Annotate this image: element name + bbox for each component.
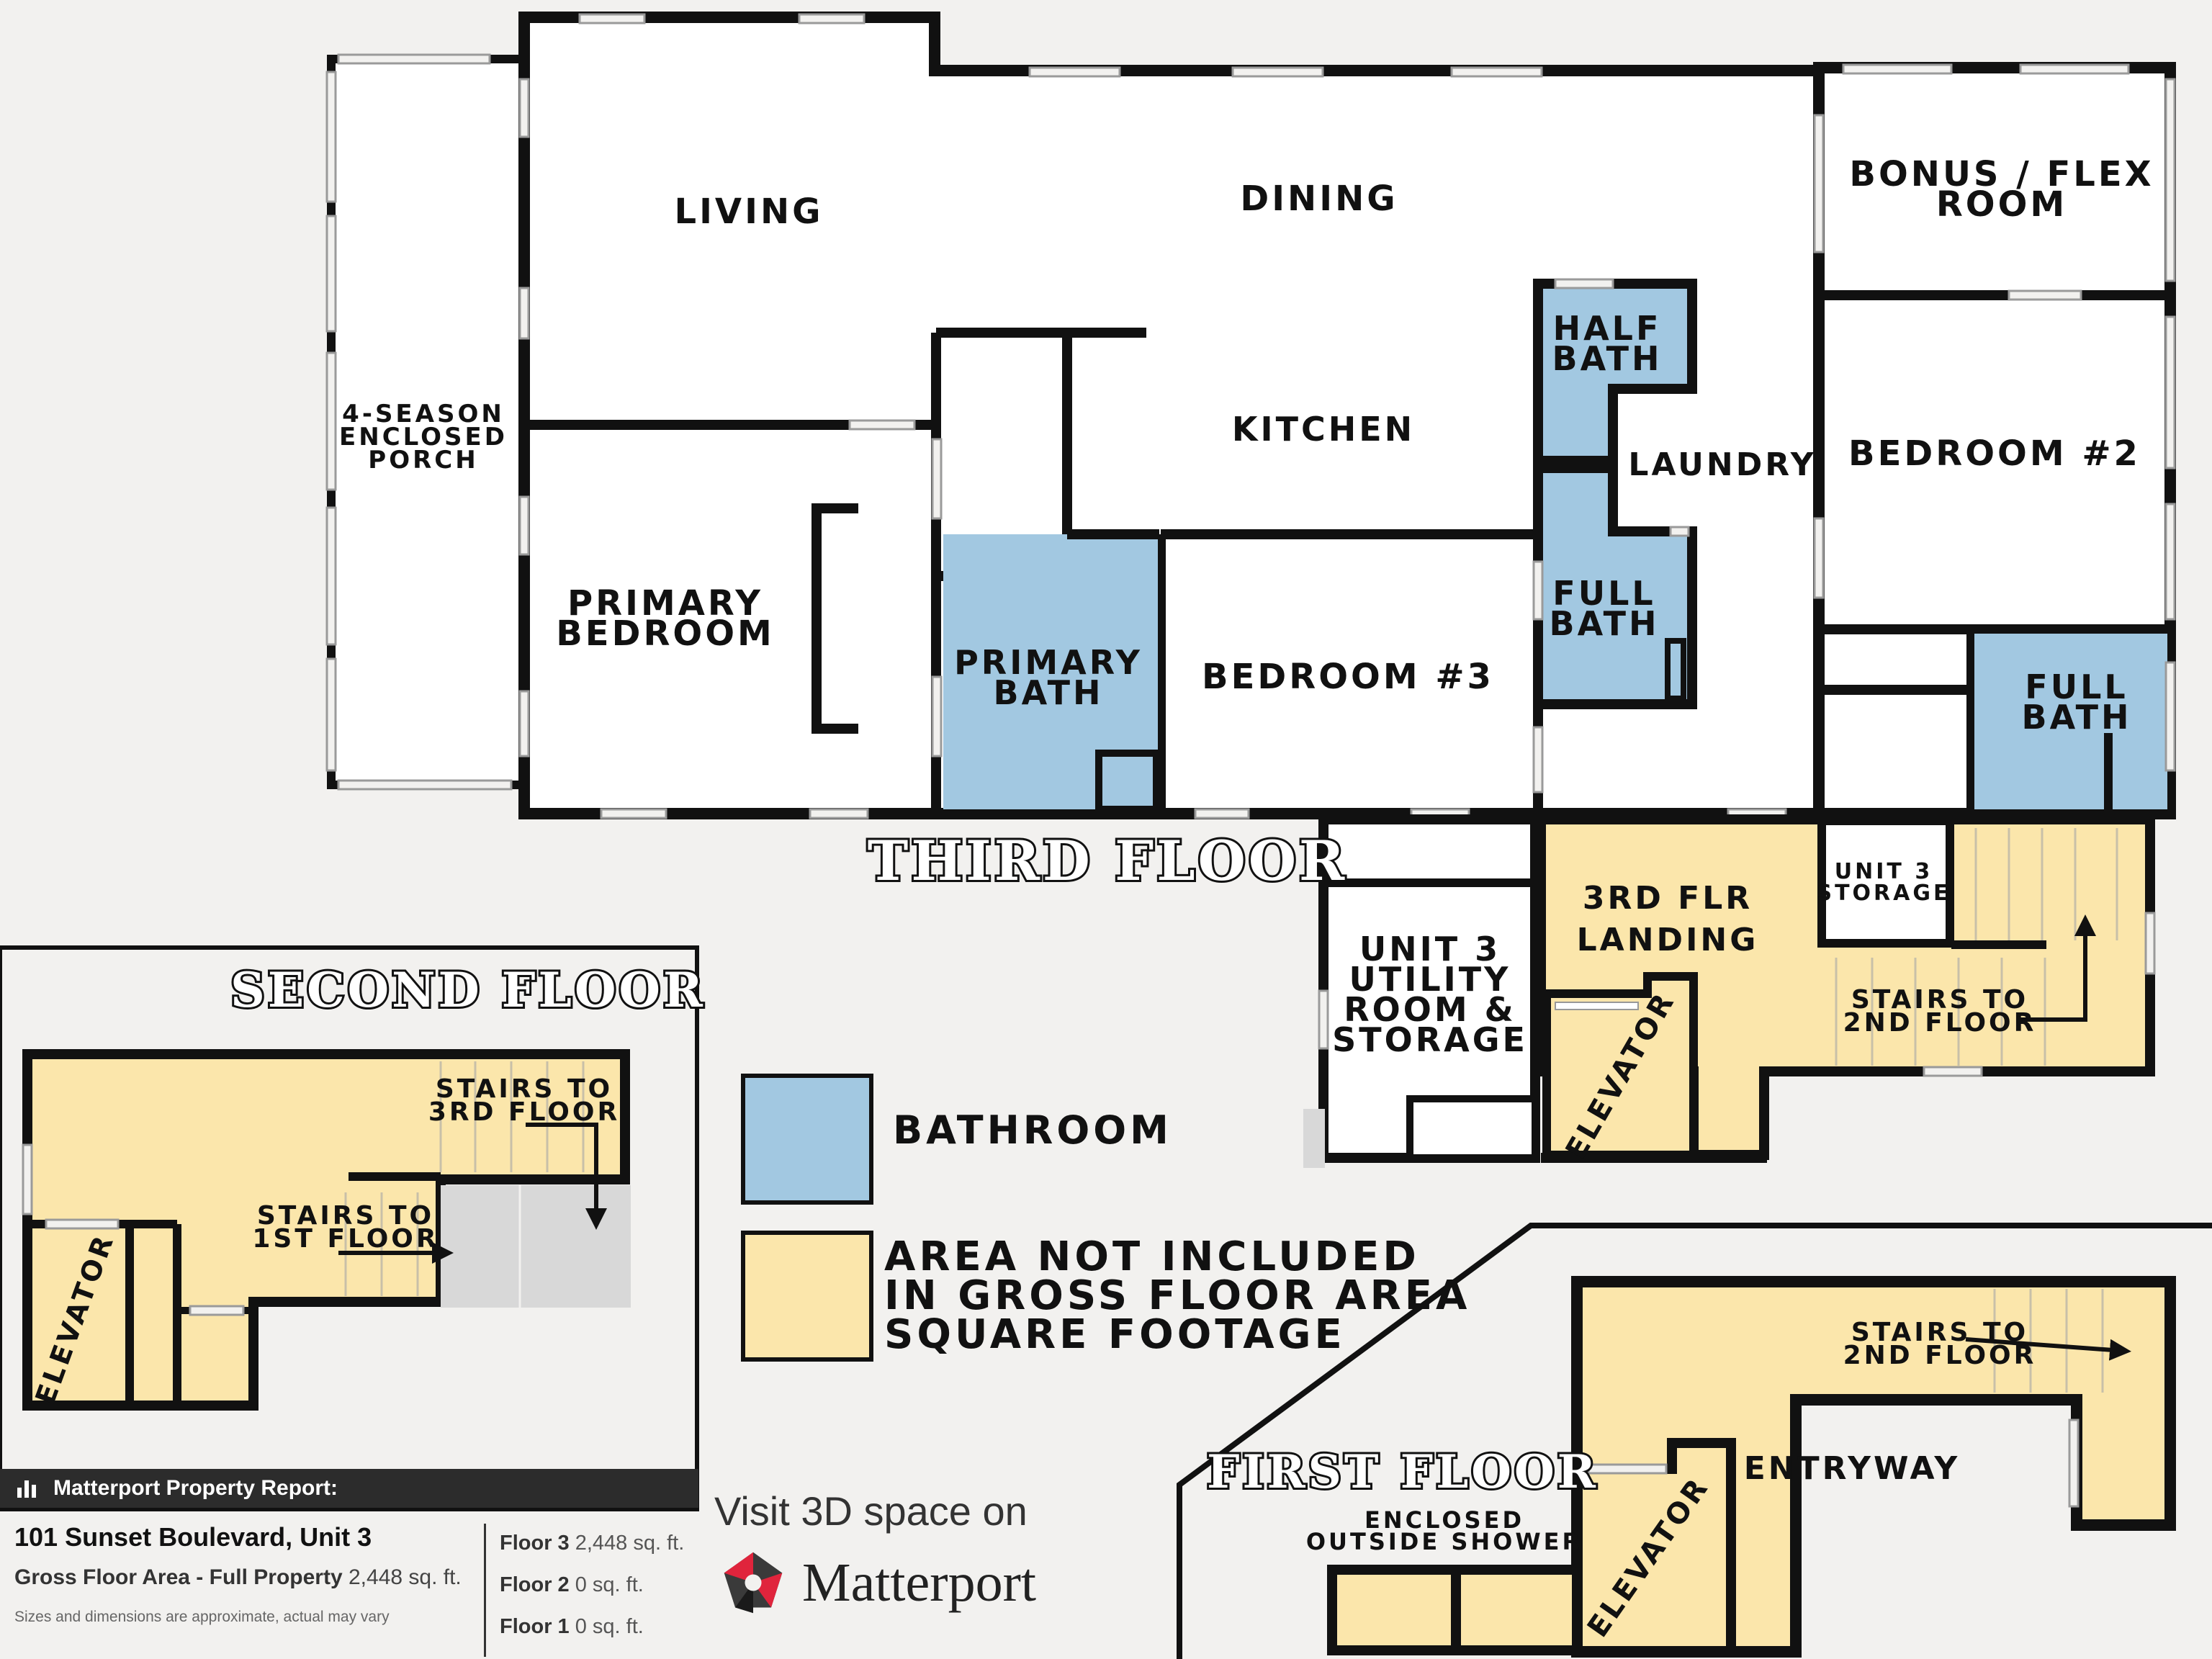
- room-landing-line2: LANDING: [1577, 922, 1759, 958]
- bar-chart-icon: [16, 1476, 40, 1501]
- legend: BATHROOM AREA NOT INCLUDED IN GROSS FLOO…: [741, 1074, 1470, 1362]
- room-unit3-storage-line2: STORAGE: [1816, 881, 1951, 906]
- visit-3d-text: Visit 3D space on: [714, 1488, 1028, 1534]
- room-primary-bath-line2: BATH: [994, 673, 1104, 712]
- room-half-bath-line1: HALF: [1553, 309, 1662, 348]
- room-utility-line1: UNIT 3: [1359, 930, 1501, 968]
- first-floor-stairs-line2: 2ND FLOOR: [1843, 1341, 2037, 1370]
- first-floor-shower-line2: OUTSIDE SHOWER: [1306, 1528, 1583, 1555]
- floor-value: 0 sq. ft.: [575, 1615, 644, 1638]
- second-floor-stairs-up-line2: 3RD FLOOR: [428, 1097, 620, 1127]
- floor-name: Floor 2: [500, 1573, 570, 1596]
- property-report: Matterport Property Report: 101 Sunset B…: [0, 1469, 698, 1659]
- floor-value: 0 sq. ft.: [575, 1573, 644, 1596]
- gross-floor-area-value: 2,448 sq. ft.: [348, 1565, 462, 1589]
- third-floor-plan: [325, 12, 2176, 1168]
- third-floor-title: THIRD FLOOR: [868, 829, 1347, 893]
- room-utility-line2: UTILITY: [1349, 960, 1511, 999]
- legend-excluded-swatch: [741, 1231, 873, 1362]
- room-entryway: ENTRYWAY: [1744, 1450, 1961, 1487]
- matterport-logo-icon: [724, 1552, 783, 1614]
- report-disclaimer: Sizes and dimensions are approximate, ac…: [14, 1609, 390, 1625]
- property-address: 101 Sunset Boulevard, Unit 3: [14, 1522, 372, 1552]
- first-floor-shower-line1: ENCLOSED: [1364, 1506, 1524, 1534]
- floor-area-row: Floor 3 2,448 sq. ft.: [500, 1522, 684, 1564]
- gross-floor-area: Gross Floor Area - Full Property 2,448 s…: [14, 1565, 462, 1590]
- room-utility-line4: STORAGE: [1332, 1020, 1528, 1059]
- room-utility-line3: ROOM &: [1344, 990, 1516, 1029]
- first-floor-title: FIRST FLOOR: [1207, 1445, 1599, 1499]
- room-bedroom-2: BEDROOM #2: [1848, 433, 2141, 474]
- room-kitchen: KITCHEN: [1232, 410, 1415, 449]
- room-primary-bath-line1: PRIMARY: [954, 643, 1143, 682]
- floor-name: Floor 3: [500, 1532, 570, 1555]
- room-full-bath-mid-line1: FULL: [1552, 574, 1655, 613]
- report-header: Matterport Property Report:: [0, 1469, 698, 1508]
- room-primary-bedroom-line2: BEDROOM: [556, 613, 775, 654]
- first-floor-plan: [1177, 1223, 2212, 1659]
- floor-area-list: Floor 3 2,448 sq. ft. Floor 2 0 sq. ft. …: [500, 1522, 684, 1647]
- room-primary-bedroom-line1: PRIMARY: [567, 583, 763, 624]
- legend-excluded-line3: SQUARE FOOTAGE: [884, 1311, 1346, 1358]
- room-bedroom-3: BEDROOM #3: [1202, 657, 1494, 697]
- room-porch-line1: 4-SEASON: [342, 400, 505, 428]
- room-unit3-storage-line1: UNIT 3: [1835, 859, 1933, 884]
- floor-area-row: Floor 1 0 sq. ft.: [500, 1606, 684, 1647]
- second-floor-plan: [0, 945, 699, 1511]
- report-divider: [484, 1524, 486, 1657]
- room-living: LIVING: [674, 192, 823, 232]
- second-floor-stairs-up-line1: STAIRS TO: [436, 1074, 613, 1104]
- matterport-brand-name: Matterport: [802, 1552, 1037, 1613]
- first-floor-stairs-line1: STAIRS TO: [1851, 1318, 2028, 1347]
- matterport-link[interactable]: Matterport: [719, 1548, 1036, 1617]
- floor-value: 2,448 sq. ft.: [575, 1532, 685, 1555]
- second-floor-stairs-down-line1: STAIRS TO: [257, 1201, 434, 1231]
- third-floor-stairs-line2: 2ND FLOOR: [1843, 1008, 2037, 1038]
- room-dining: DINING: [1240, 179, 1398, 219]
- room-bonus-line2: ROOM: [1936, 184, 2067, 225]
- floor-area-row: Floor 2 0 sq. ft.: [500, 1564, 684, 1606]
- gross-floor-area-label: Gross Floor Area - Full Property: [14, 1565, 343, 1589]
- room-bonus-line1: BONUS / FLEX: [1849, 154, 2154, 194]
- room-porch-line3: PORCH: [368, 446, 478, 475]
- floor-name: Floor 1: [500, 1615, 570, 1638]
- room-full-bath-right-line1: FULL: [2025, 667, 2128, 706]
- third-floor-stairs-line1: STAIRS TO: [1851, 985, 2028, 1015]
- report-header-title: Matterport Property Report:: [53, 1476, 338, 1500]
- legend-bathroom-label: BATHROOM: [893, 1107, 1172, 1153]
- second-floor-stairs-down-line2: 1ST FLOOR: [252, 1224, 439, 1254]
- room-landing-line1: 3RD FLR: [1583, 880, 1753, 917]
- room-full-bath-mid-line2: BATH: [1550, 604, 1660, 643]
- room-full-bath-right-line2: BATH: [2022, 698, 2132, 737]
- legend-bathroom-swatch: [741, 1074, 873, 1205]
- room-porch-line2: ENCLOSED: [339, 423, 508, 451]
- second-floor-title: SECOND FLOOR: [230, 962, 706, 1018]
- legend-excluded-line2: IN GROSS FLOOR AREA: [884, 1272, 1470, 1319]
- legend-excluded-line1: AREA NOT INCLUDED: [884, 1233, 1420, 1280]
- room-laundry: LAUNDRY: [1628, 446, 1816, 483]
- room-half-bath-line2: BATH: [1552, 339, 1663, 378]
